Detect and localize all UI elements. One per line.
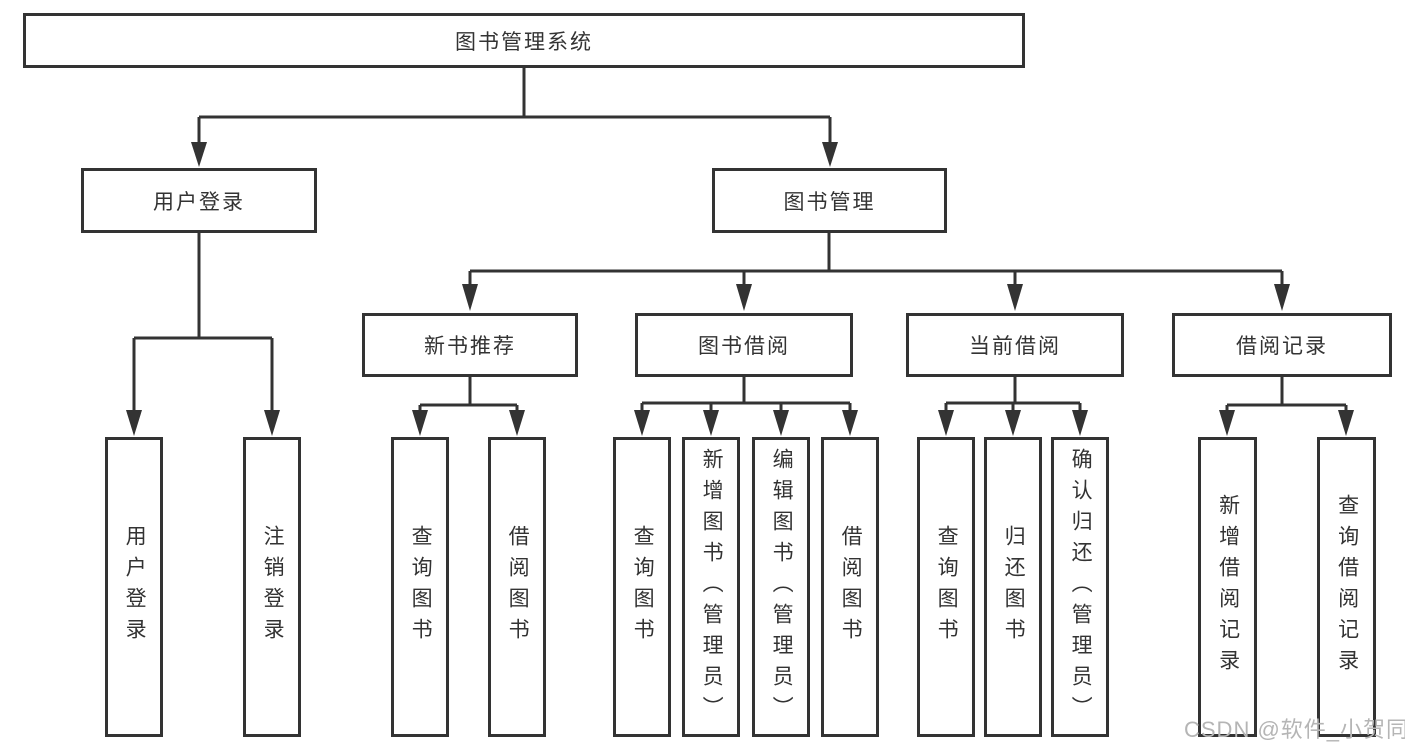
node-book-management-label: 图书管理 xyxy=(783,190,876,214)
leaf-borrow-books: 借阅图书 xyxy=(821,437,879,737)
leaf-user-login-label: 用户登录 xyxy=(123,525,147,649)
leaf-confirm-return-admin-label: 确认归还（管理员） xyxy=(1069,447,1093,727)
node-current-borrowing-label: 当前借阅 xyxy=(969,335,1061,358)
leaf-add-borrow-record: 新增借阅记录 xyxy=(1198,437,1257,737)
leaf-query-books-current-label: 查询图书 xyxy=(935,525,959,649)
leaf-edit-books-admin: 编辑图书（管理员） xyxy=(752,437,810,737)
leaf-borrow-books-recommend: 借阅图书 xyxy=(488,437,546,737)
node-library-system-label: 图书管理系统 xyxy=(455,30,593,54)
leaf-add-books-admin: 新增图书（管理员） xyxy=(682,437,740,737)
node-borrowing-records-label: 借阅记录 xyxy=(1236,335,1328,358)
leaf-borrow-books-recommend-label: 借阅图书 xyxy=(506,525,530,649)
node-book-management: 图书管理 xyxy=(712,168,947,233)
leaf-edit-books-admin-label: 编辑图书（管理员） xyxy=(770,447,794,727)
node-book-borrowing: 图书借阅 xyxy=(635,313,853,377)
leaf-return-books: 归还图书 xyxy=(984,437,1042,737)
leaf-query-books-borrow-label: 查询图书 xyxy=(631,525,655,649)
arrowheads xyxy=(126,142,1354,436)
leaf-query-books-recommend-label: 查询图书 xyxy=(409,525,433,649)
leaf-query-books-borrow: 查询图书 xyxy=(613,437,671,737)
leaf-user-login: 用户登录 xyxy=(105,437,163,737)
leaf-logout: 注销登录 xyxy=(243,437,301,737)
node-new-book-recommend-label: 新书推荐 xyxy=(424,335,516,358)
leaf-query-books-current: 查询图书 xyxy=(917,437,975,737)
leaf-logout-label: 注销登录 xyxy=(261,525,285,649)
node-borrowing-records: 借阅记录 xyxy=(1172,313,1392,377)
leaf-add-books-admin-label: 新增图书（管理员） xyxy=(700,447,724,727)
node-user-login: 用户登录 xyxy=(81,168,317,233)
leaf-query-borrow-record: 查询借阅记录 xyxy=(1317,437,1376,737)
node-book-borrowing-label: 图书借阅 xyxy=(698,335,790,358)
leaf-query-borrow-record-label: 查询借阅记录 xyxy=(1335,494,1359,680)
node-new-book-recommend: 新书推荐 xyxy=(362,313,578,377)
node-user-login-label: 用户登录 xyxy=(153,190,245,214)
node-library-system: 图书管理系统 xyxy=(23,13,1025,68)
watermark: CSDN @软件_小贺同学 xyxy=(1184,717,1405,742)
leaf-query-books-recommend: 查询图书 xyxy=(391,437,449,737)
leaf-confirm-return-admin: 确认归还（管理员） xyxy=(1051,437,1109,737)
leaf-add-borrow-record-label: 新增借阅记录 xyxy=(1216,494,1240,680)
leaf-borrow-books-label: 借阅图书 xyxy=(839,525,863,649)
leaf-return-books-label: 归还图书 xyxy=(1002,525,1026,649)
node-current-borrowing: 当前借阅 xyxy=(906,313,1124,377)
